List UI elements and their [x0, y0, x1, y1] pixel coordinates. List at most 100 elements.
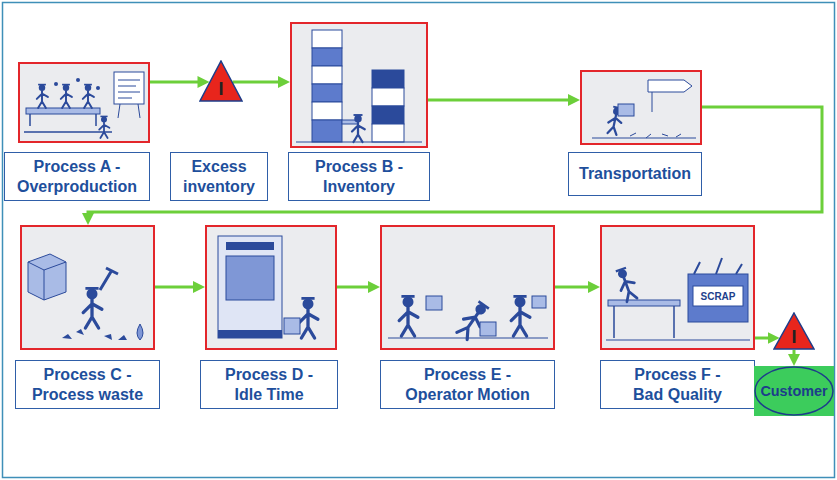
label-box: Process B - Inventory: [288, 152, 430, 201]
flow-arrow: [428, 99, 573, 102]
idle-time-sketch: [226, 242, 274, 250]
flow-arrow: [88, 107, 822, 218]
process-photo: Process F - Bad Quality: [600, 225, 755, 350]
overproduction-sketch: [118, 80, 140, 118]
transportation-sketch: [652, 92, 653, 112]
inventory-sketch: [312, 30, 342, 48]
operator-motion-sketch: [380, 225, 555, 350]
process-photo: Transportation: [580, 70, 702, 145]
flow-arrow: [155, 286, 198, 289]
bad-quality-sketch: [600, 225, 755, 350]
triangle-outline: [774, 313, 814, 349]
process-waste-sketch: [20, 225, 155, 350]
flow-arrow: [755, 337, 773, 340]
overproduction-sketch: [26, 108, 100, 114]
overproduction-sketch: [18, 62, 150, 143]
bin-label: SCRAP: [693, 286, 743, 306]
label-box: Process D - Idle Time: [200, 360, 338, 409]
idle-time-sketch: [218, 236, 282, 338]
customer-name: Customer: [760, 384, 827, 398]
label-box: Transportation: [568, 152, 702, 196]
process-waste-sketch: [137, 324, 143, 340]
bad-quality-sketch: [694, 258, 742, 274]
overproduction-sketch: [76, 78, 80, 82]
inventory-sketch: [296, 142, 422, 143]
overproduction-sketch: [18, 62, 150, 143]
process-waste-sketch: [20, 225, 155, 350]
bad-quality-sketch: [614, 306, 674, 338]
process-label: Process C - Process waste: [28, 365, 148, 403]
operator-motion-sketch: [399, 296, 418, 336]
inventory-triangle: I: [773, 312, 815, 350]
process-photo: Process D - Idle Time: [205, 225, 337, 350]
overproduction-sketch: [99, 116, 109, 138]
process-waste-sketch: [83, 288, 102, 328]
process-photo: Process E - Operator Motion: [380, 225, 555, 350]
inventory-sketch: [312, 84, 342, 102]
bad-quality-sketch: [688, 274, 748, 322]
label-box: Process E - Operator Motion: [380, 360, 555, 409]
transportation-sketch: [592, 133, 696, 138]
inventory-sketch: [372, 106, 404, 124]
operator-motion-sketch: [511, 296, 530, 336]
process-label: Process D - Idle Time: [214, 365, 324, 403]
operator-motion-sketch: [532, 296, 546, 308]
idle-time-sketch: [218, 330, 282, 338]
idle-time-sketch: [284, 318, 300, 334]
bad-quality-sketch: [606, 340, 750, 341]
process-label: Transportation: [579, 164, 691, 183]
bad-quality-sketch: [693, 286, 743, 306]
process-waste-sketch: [28, 254, 66, 300]
inventory-sketch: [372, 124, 404, 142]
overproduction-sketch: [37, 85, 48, 108]
transportation-sketch: [580, 70, 702, 145]
process-photo: Process A - Overproduction: [18, 62, 150, 143]
label-box: Excess inventory: [170, 152, 268, 201]
process-photo: Process B - Inventory: [290, 22, 428, 148]
inventory-sketch: [290, 22, 428, 148]
inventory-sketch: [372, 70, 404, 88]
process-photo: Process C - Process waste: [20, 225, 155, 350]
transportation-sketch: [648, 80, 692, 92]
frame-border: [3, 3, 835, 478]
inventory-sketch: [312, 102, 342, 120]
inventory-sketch: [312, 48, 342, 66]
process-label: Process F - Bad Quality: [623, 365, 733, 403]
process-waste-sketch: [28, 262, 66, 300]
label-box: Process F - Bad Quality: [600, 360, 755, 409]
transportation-sketch: [618, 104, 634, 116]
transportation-sketch: [580, 70, 702, 145]
ellipse-outline: [755, 367, 833, 415]
inventory-symbol: I: [791, 328, 796, 346]
inventory-sketch: [352, 115, 365, 142]
inventory-symbol: I: [218, 80, 223, 98]
label-box: Process A - Overproduction: [4, 152, 150, 201]
inventory-sketch: [312, 120, 342, 142]
process-label: Process A - Overproduction: [12, 157, 142, 195]
label-box: Process C - Process waste: [15, 360, 160, 409]
overproduction-sketch: [96, 86, 100, 90]
inventory-sketch: [372, 88, 404, 106]
overproduction-sketch: [83, 85, 94, 108]
overproduction-sketch: [61, 85, 72, 108]
idle-time-sketch: [205, 225, 337, 350]
bad-quality-sketch: [608, 300, 680, 306]
operator-motion-sketch: [480, 322, 496, 336]
bad-quality-sketch: [614, 267, 639, 303]
inventory-triangle: IExcess inventory: [199, 60, 243, 102]
operator-motion-sketch: [426, 296, 442, 310]
idle-time-sketch: [205, 225, 337, 350]
idle-time-sketch: [299, 298, 318, 338]
triangle-outline: [200, 61, 242, 101]
process-label: Process E - Operator Motion: [398, 365, 538, 403]
overproduction-sketch: [54, 82, 58, 86]
process-waste-sketch: [62, 329, 127, 340]
flow-arrow: [233, 81, 283, 84]
inventory-sketch: [312, 66, 342, 84]
operator-motion-sketch: [388, 338, 548, 339]
operator-motion-sketch: [380, 225, 555, 350]
overproduction-sketch: [114, 72, 144, 104]
flow-arrow: [337, 286, 373, 289]
flow-arrow: [555, 286, 593, 289]
process-label: Excess inventory: [175, 157, 263, 195]
